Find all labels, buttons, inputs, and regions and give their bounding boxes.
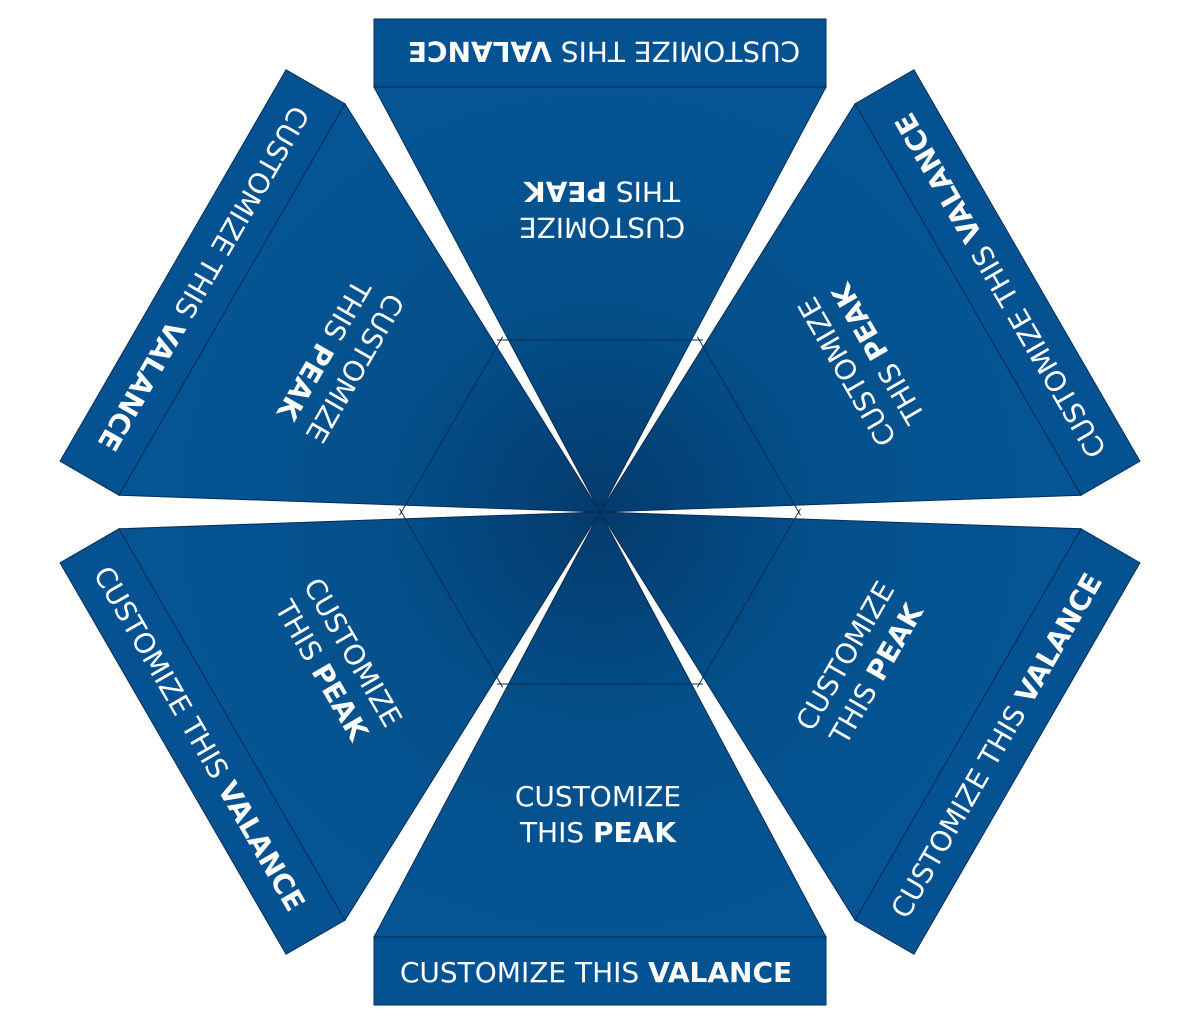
valance-strip[interactable]	[854, 69, 1141, 496]
peak-label-line1: CUSTOMIZE	[515, 780, 681, 813]
peak-label: CUSTOMIZETHIS PEAK	[519, 175, 685, 244]
valance-label: CUSTOMIZE THIS VALANCE	[408, 35, 800, 68]
valance-strip[interactable]	[59, 69, 346, 496]
peak-seam-line	[697, 336, 801, 516]
peak-label-line2: THIS PEAK	[519, 816, 677, 849]
valance-strip[interactable]	[59, 528, 346, 955]
valance-label: CUSTOMIZE THIS VALANCE	[400, 956, 792, 989]
peak-seam-line	[399, 508, 503, 688]
valance-strip[interactable]	[373, 18, 827, 88]
valance-strip[interactable]	[854, 528, 1141, 955]
peak-seam-line	[399, 336, 503, 516]
peak-seam-line	[697, 508, 801, 688]
panel-top: CUSTOMIZETHIS PEAK CUSTOMIZE THIS VALANCE	[373, 18, 827, 514]
peak-label-line2: THIS PEAK	[523, 175, 681, 208]
peak-label-line1: CUSTOMIZE	[519, 211, 685, 244]
valance-strip[interactable]	[373, 936, 827, 1006]
